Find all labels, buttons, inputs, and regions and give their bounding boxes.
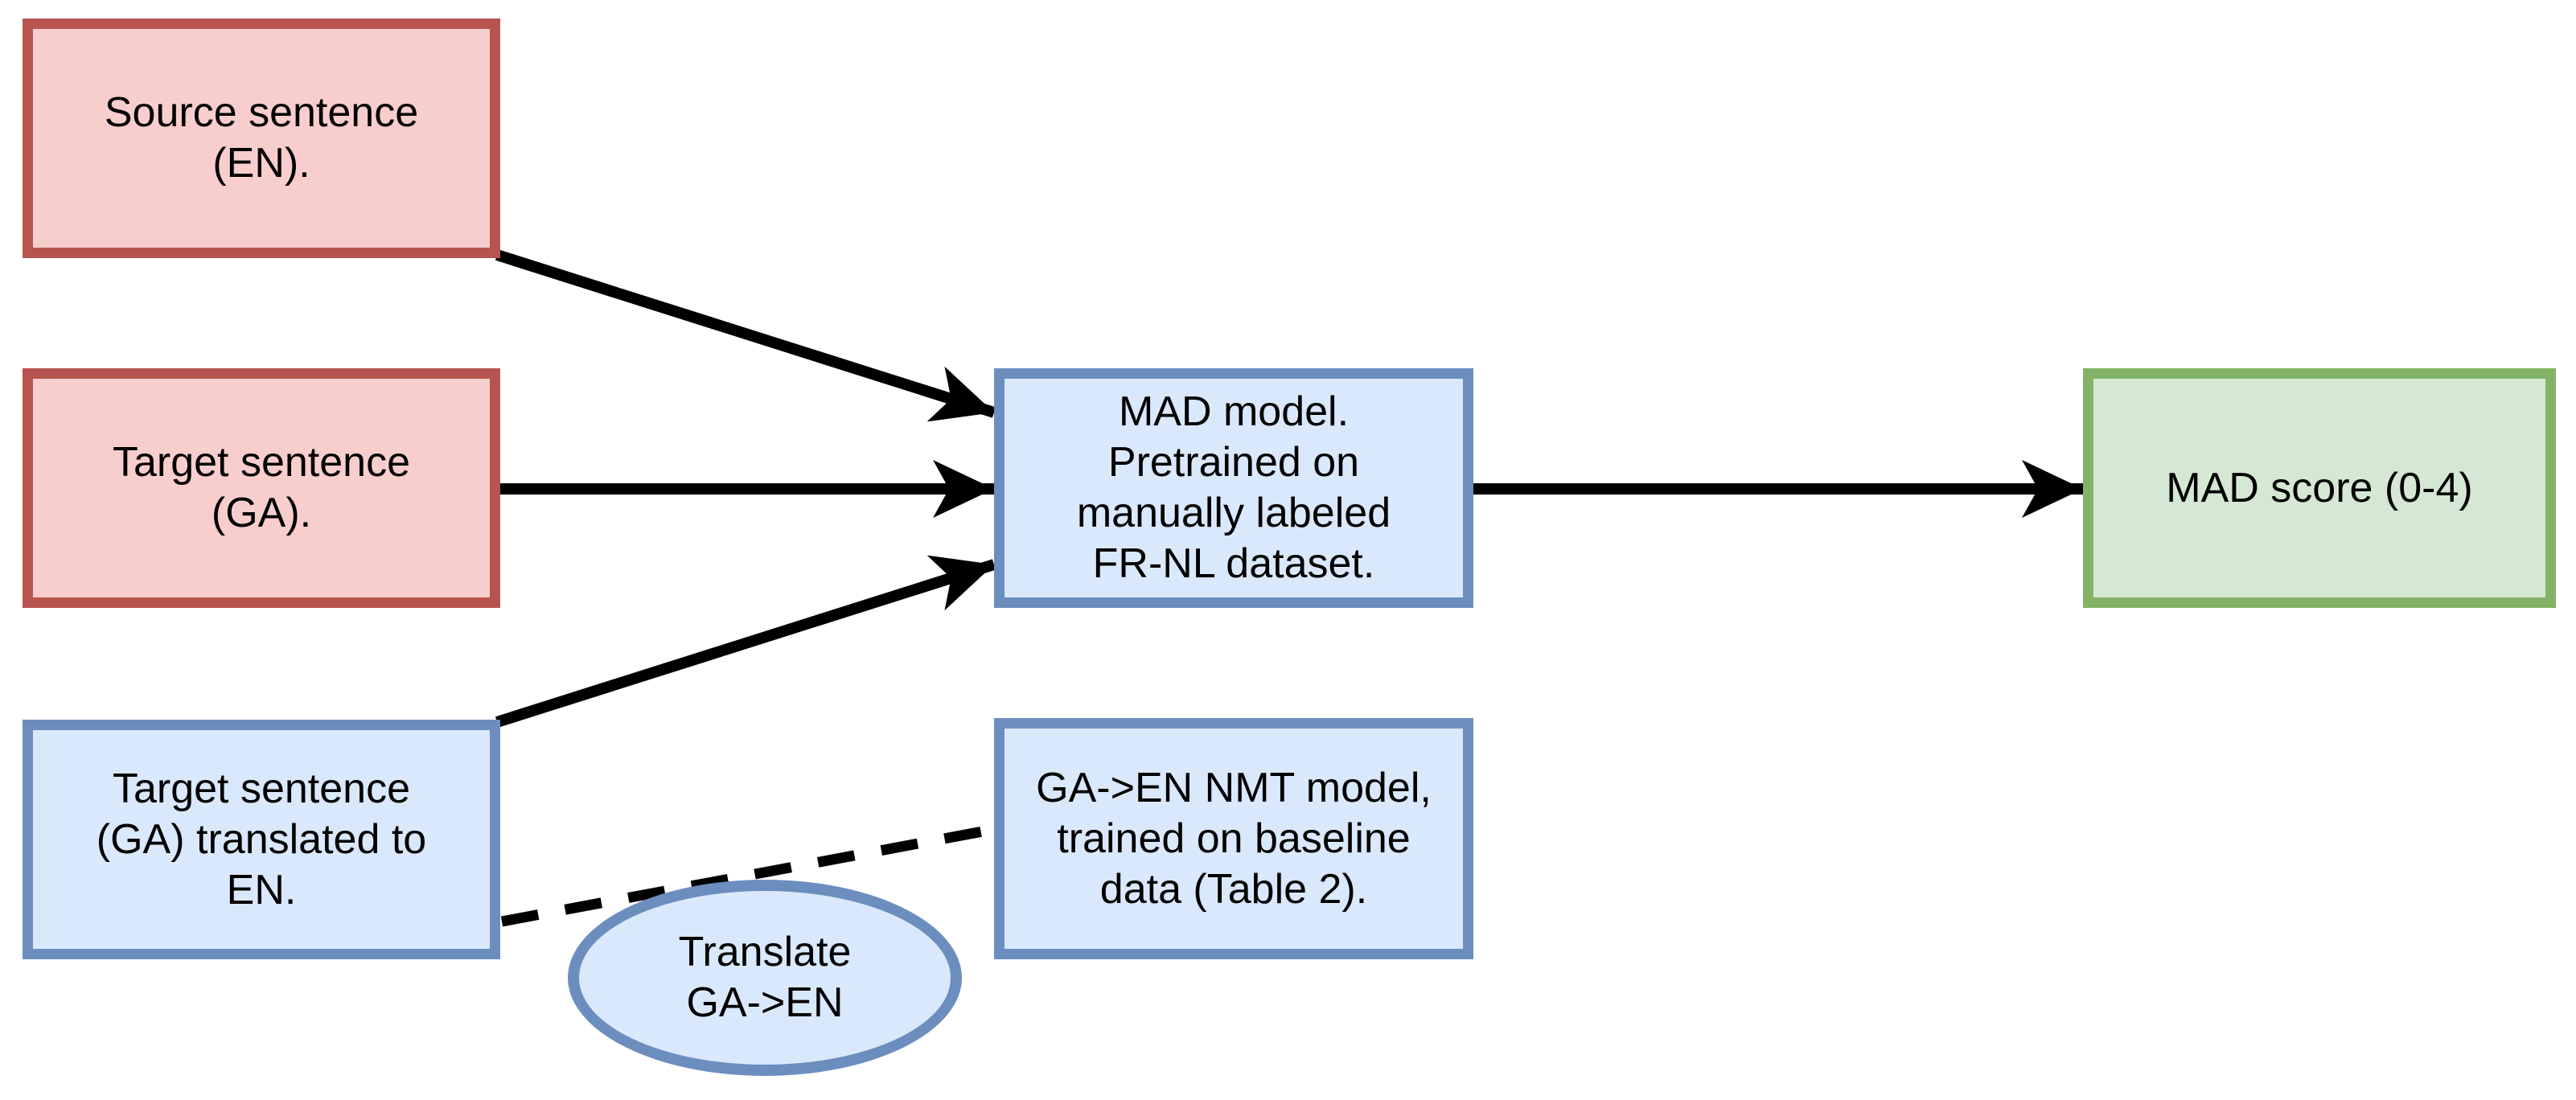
translated-sentence-line-1: Target sentence	[112, 765, 411, 812]
translated-sentence-box: Target sentence (GA) translated to EN.	[23, 720, 500, 959]
translate-line-2: GA->EN	[686, 979, 844, 1026]
nmt-model-box: GA->EN NMT model, trained on baseline da…	[994, 718, 1473, 959]
nmt-model-line-2: trained on baseline	[1057, 815, 1411, 862]
target-sentence-line-2: (GA).	[211, 490, 312, 536]
source-sentence-line-2: (EN).	[212, 140, 310, 187]
translated-sentence-line-2: (GA) translated to	[96, 815, 427, 863]
arrow-translated-to-mad-model	[495, 555, 996, 728]
nmt-model-line-1: GA->EN NMT model,	[1036, 764, 1432, 811]
mad-model-line-2: Pretrained on	[1107, 439, 1360, 486]
mad-model-line-4: FR-NL dataset.	[1092, 540, 1375, 587]
translate-line-1: Translate	[678, 929, 852, 975]
source-sentence-line-1: Source sentence	[104, 89, 419, 136]
mad-score-line-1: MAD score (0-4)	[2166, 464, 2473, 511]
arrow-source-to-mad-model	[495, 249, 996, 422]
target-sentence-line-1: Target sentence	[112, 439, 411, 486]
mad-model-box: MAD model. Pretrained on manually labele…	[994, 368, 1473, 608]
translated-sentence-line-3: EN.	[226, 866, 297, 913]
mad-score-box: MAD score (0-4)	[2083, 368, 2556, 608]
nmt-model-line-3: data (Table 2).	[1099, 865, 1368, 913]
source-sentence-box: Source sentence (EN).	[23, 18, 500, 258]
target-sentence-box: Target sentence (GA).	[23, 368, 500, 608]
translate-ellipse: Translate GA->EN	[568, 880, 962, 1076]
mad-model-line-3: manually labeled	[1076, 490, 1391, 536]
mad-model-line-1: MAD model.	[1118, 388, 1350, 435]
